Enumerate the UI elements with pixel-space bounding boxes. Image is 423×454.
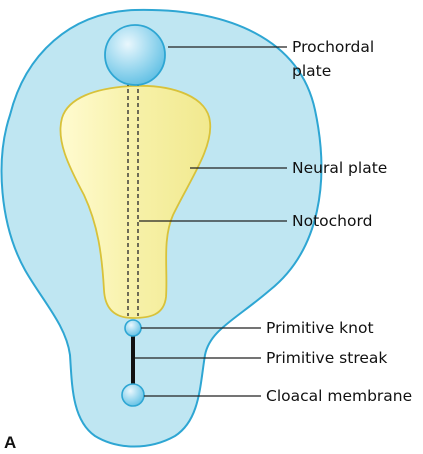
prochordal-plate (105, 25, 165, 85)
primitive-knot (125, 320, 141, 336)
cloacal-membrane (122, 384, 144, 406)
label-notochord: Notochord (292, 210, 372, 233)
label-neural-plate: Neural plate (292, 157, 387, 180)
label-prochordal-plate-line2: plate (292, 60, 331, 83)
label-primitive-knot: Primitive knot (266, 317, 374, 340)
figure-panel-letter: A (4, 433, 16, 453)
label-prochordal-plate-line1: Prochordal (292, 36, 374, 59)
label-cloacal-membrane: Cloacal membrane (266, 385, 412, 408)
label-primitive-streak: Primitive streak (266, 347, 387, 370)
